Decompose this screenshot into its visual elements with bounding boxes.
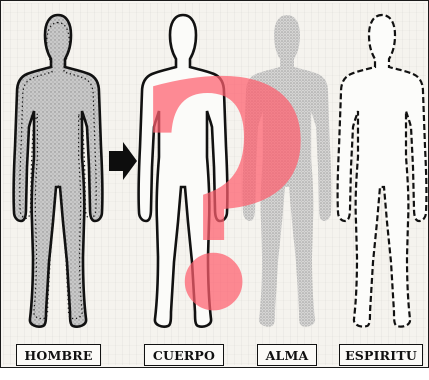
label-cuerpo: CUERPO [144, 344, 224, 366]
image-frame: ? HOMBRE CUERPO ALMA ESPIRITU [0, 0, 429, 368]
arrow-right-icon [109, 142, 137, 180]
figure-alma [243, 15, 332, 327]
figure-hombre [14, 15, 103, 327]
figure-cuerpo [139, 15, 228, 327]
label-espiritu: ESPIRITU [339, 344, 423, 366]
label-hombre: HOMBRE [16, 344, 101, 366]
figure-espiritu [338, 15, 427, 327]
human-figures-illustration [1, 1, 429, 369]
label-alma: ALMA [257, 344, 317, 366]
